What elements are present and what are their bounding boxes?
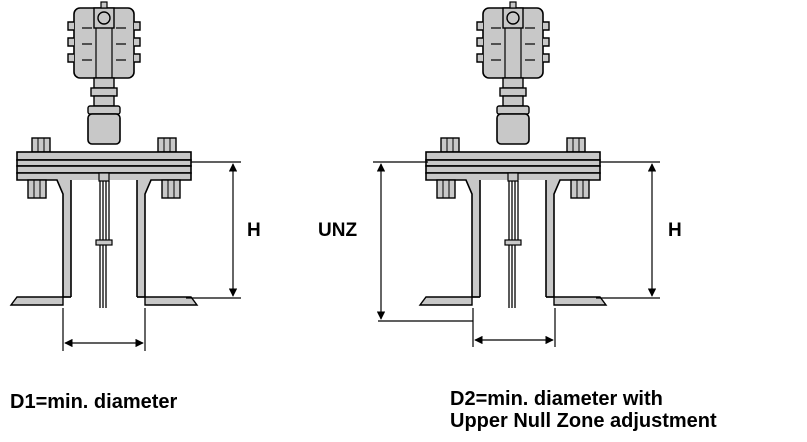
- right-diameter-dimension: [472, 308, 556, 347]
- left-h-label: H: [247, 220, 261, 241]
- right-h-label: H: [668, 220, 682, 241]
- left-height-dimension: [186, 161, 241, 299]
- left-transmitter: [10, 1, 198, 309]
- right-caption-line-1: D2=min. diameter with: [450, 388, 663, 410]
- left-caption-text: D1=min. diameter: [10, 391, 178, 413]
- right-height-dimension: [596, 161, 660, 299]
- right-caption: D2=min. diameter with Upper Null Zone ad…: [450, 388, 717, 432]
- left-caption: D1=min. diameter: [10, 391, 177, 413]
- left-diameter-dimension: [62, 308, 146, 351]
- right-caption-line-2: Upper Null Zone adjustment: [450, 410, 717, 432]
- right-transmitter: [419, 1, 607, 309]
- right-unz-label: UNZ: [318, 220, 357, 241]
- right-unz-dimension: [373, 161, 473, 322]
